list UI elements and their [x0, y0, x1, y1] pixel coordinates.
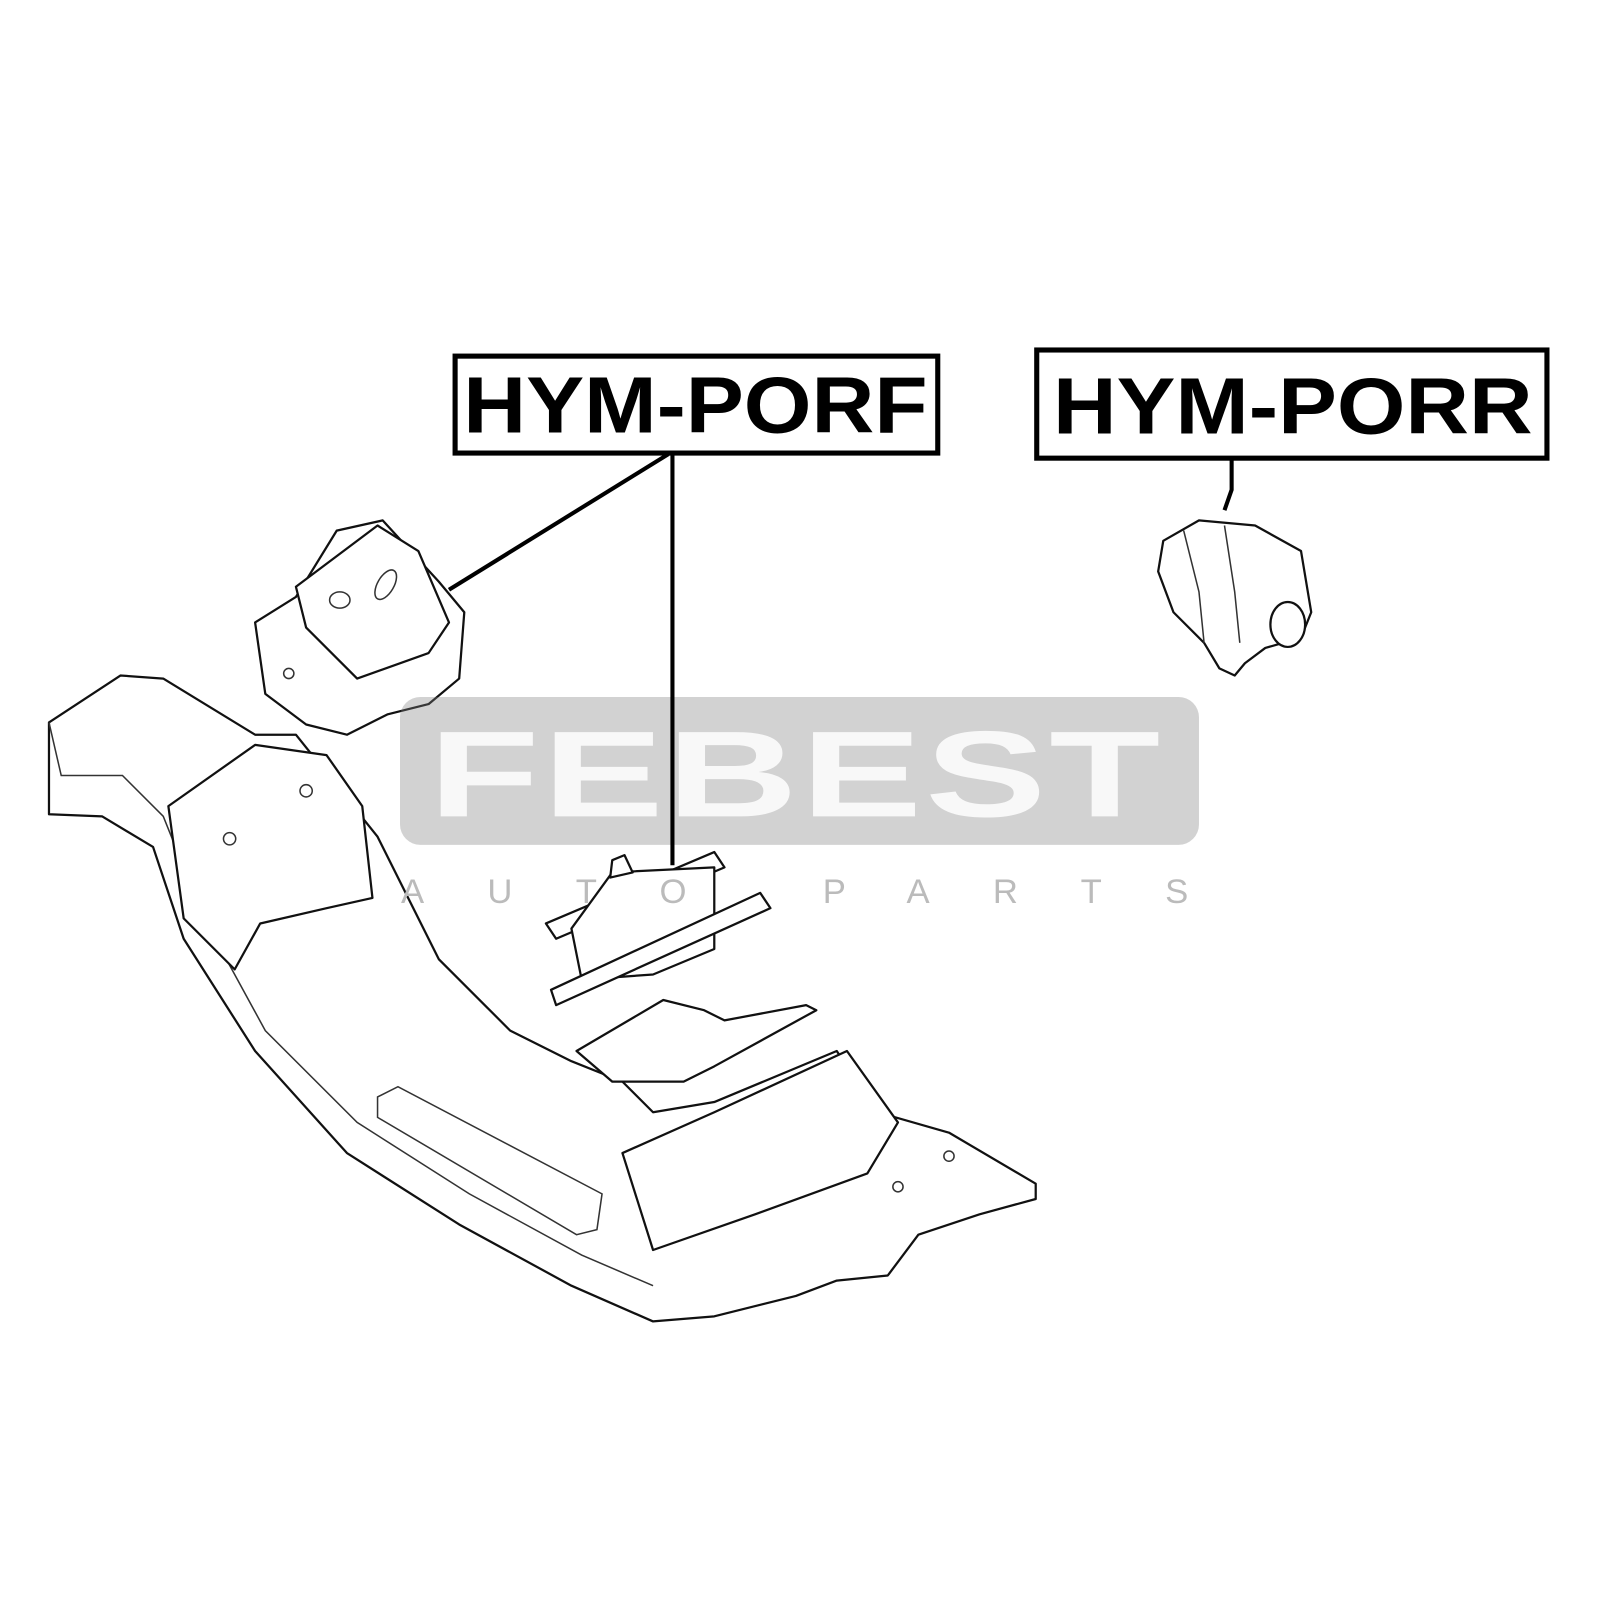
crossmember-frame — [47, 674, 1037, 1323]
label-text-porr: HYM-PORR — [1053, 362, 1533, 451]
leader-front-upper — [447, 452, 670, 592]
watermark-tagline: AUTO PARTS — [401, 873, 1251, 911]
front-mount-lower — [544, 850, 818, 1083]
front-mount-upper — [253, 519, 466, 736]
label-hym-porf: HYM-PORF — [452, 353, 941, 456]
leader-rear — [1222, 459, 1234, 511]
label-hym-porr: HYM-PORR — [1034, 347, 1550, 461]
rear-mount — [1157, 519, 1313, 677]
febest-watermark: FEBEST AUTO PARTS — [400, 696, 1251, 911]
label-text-porf: HYM-PORF — [463, 361, 927, 450]
watermark-brand: FEBEST — [429, 705, 1164, 842]
